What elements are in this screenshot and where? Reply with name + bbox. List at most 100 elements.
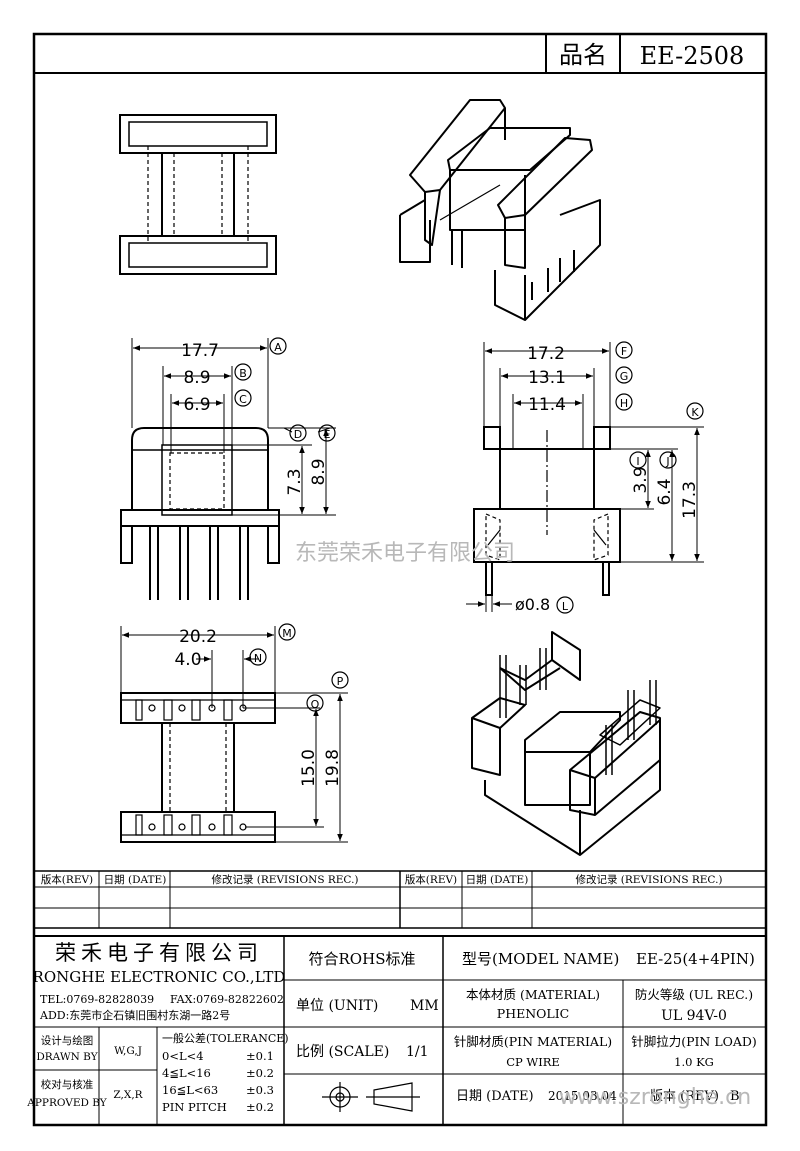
designed-cn: 设计与绘图 [41, 1034, 94, 1047]
tolerance-value-3: ±0.3 [246, 1083, 274, 1097]
signoff-block: 设计与绘图 DRAWN BY W,G,J 校对与核准 APPROVED BY Z… [26, 1034, 143, 1109]
tolerance-block: 一般公差(TOLERANCE) 0<L<4 ±0.1 4≦L<16 ±0.2 1… [162, 1031, 289, 1114]
rev-header-5: 日期 (DATE) [466, 874, 529, 886]
dim-g: 13.1 [528, 368, 566, 388]
title-block [34, 935, 766, 1125]
dim-c: 6.9 [183, 395, 210, 415]
watermark-center: 东莞荣禾电子有限公司 [295, 541, 515, 566]
dim-j: 6.4 [655, 478, 675, 505]
label-g: G [620, 370, 629, 383]
label-e: E [324, 428, 331, 441]
bottom-view-labels: 20.2 4.0 15.0 19.8 M N O P [174, 623, 349, 787]
dim-b: 8.9 [183, 368, 210, 388]
pin-load-value: 1.0 KG [674, 1055, 714, 1069]
pin-material-value: CP WIRE [506, 1055, 560, 1069]
info-block: 符合ROHS标准 单位 (UNIT) MM 比例 (SCALE) 1/1 型号(… [296, 950, 757, 1104]
front-view-labels: 17.7 8.9 6.9 7.3 8.9 A B C D E [181, 337, 336, 496]
model-label: 型号(MODEL NAME) [462, 950, 619, 968]
designed-by: W,G,J [114, 1045, 142, 1057]
date-label: 日期 (DATE) [456, 1089, 534, 1104]
company-fax: FAX:0769-82822602 [170, 993, 284, 1006]
header-block: 品名 EE-2508 [34, 34, 766, 74]
company-name-cn: 荣禾电子有限公司 [55, 941, 263, 965]
rev-header-6: 修改记录 (REVISIONS REC.) [575, 873, 722, 886]
tolerance-value-1: ±0.1 [246, 1049, 274, 1063]
dim-e: 8.9 [309, 458, 329, 485]
model-value: EE-25(4+4PIN) [636, 950, 755, 968]
unit-value: MM [410, 998, 439, 1014]
approved-en: APPROVED BY [26, 1097, 108, 1109]
label-l: L [562, 600, 569, 613]
sheet-border [32, 32, 768, 1127]
material-value: PHENOLIC [497, 1006, 569, 1021]
tolerance-range-4: PIN PITCH [162, 1100, 227, 1114]
company-address: ADD:东莞市企石镇旧围村东湖一路2号 [39, 1008, 230, 1022]
flame-label: 防火等级 (UL REC.) [635, 987, 753, 1002]
bottom-view [120, 692, 320, 843]
approved-by: Z,X,R [113, 1089, 143, 1101]
isometric-view-bottom [471, 631, 661, 856]
front-view [120, 427, 280, 600]
pin-material-label: 针脚材质(PIN MATERIAL) [454, 1034, 612, 1049]
dim-m: 20.2 [179, 627, 217, 647]
scale-value: 1/1 [406, 1044, 429, 1060]
approved-cn: 校对与核准 [41, 1078, 94, 1091]
dim-d: 7.3 [285, 468, 305, 495]
tolerance-range-2: 4≦L<16 [162, 1066, 211, 1080]
scale-label: 比例 (SCALE) [296, 1044, 389, 1060]
top-view [119, 114, 277, 275]
rev-header-3: 修改记录 (REVISIONS REC.) [211, 873, 358, 886]
name-label: 品名 [559, 41, 607, 69]
dim-k: 17.3 [680, 481, 700, 519]
flame-value: UL 94V-0 [661, 1008, 727, 1024]
rev-label: 版本 (REV) [650, 1089, 719, 1104]
front-view-dimensions [131, 338, 336, 516]
dim-i: 3.9 [631, 466, 651, 493]
material-label: 本体材质 (MATERIAL) [466, 987, 600, 1002]
label-b: B [239, 367, 247, 380]
company-tel: TEL:0769-82828039 [40, 993, 154, 1006]
dim-o: 15.0 [299, 749, 319, 787]
label-a: A [274, 341, 282, 354]
side-view-labels: 17.2 13.1 11.4 3.9 6.4 17.3 ø0.8 F G H I… [515, 341, 704, 614]
label-k: K [691, 406, 699, 419]
revision-table: 版本(REV) 日期 (DATE) 修改记录 (REVISIONS REC.) … [33, 870, 767, 929]
label-i: I [636, 455, 639, 468]
dim-p: 19.8 [323, 749, 343, 787]
side-view [473, 426, 621, 596]
tolerance-value-4: ±0.2 [246, 1100, 274, 1114]
tolerance-title: 一般公差(TOLERANCE) [162, 1031, 289, 1045]
date-value: 2015.03.04 [548, 1089, 617, 1103]
label-j: J [665, 455, 669, 468]
tolerance-range-1: 0<L<4 [162, 1049, 204, 1063]
tolerance-range-3: 16≦L<63 [162, 1083, 218, 1097]
pin-load-label: 针脚拉力(PIN LOAD) [631, 1034, 757, 1049]
part-number: EE-2508 [640, 42, 745, 70]
dim-a: 17.7 [181, 341, 219, 361]
company-block: 荣禾电子有限公司 RONGHE ELECTRONIC CO.,LTD TEL:0… [33, 941, 286, 1022]
dim-f: 17.2 [527, 344, 565, 364]
label-n: N [254, 652, 262, 665]
label-d: D [294, 428, 302, 441]
dim-l: ø0.8 [515, 595, 550, 614]
dim-h: 11.4 [528, 395, 566, 415]
label-h: H [620, 397, 628, 410]
label-f: F [621, 345, 627, 358]
unit-label: 单位 (UNIT) [296, 998, 378, 1014]
rev-header-2: 日期 (DATE) [104, 874, 167, 886]
side-view-dimensions [466, 342, 704, 612]
rev-header-4: 版本(REV) [405, 873, 457, 886]
label-p: P [337, 675, 344, 688]
projection-symbol-icon [322, 1082, 420, 1112]
isometric-view-top [399, 99, 601, 321]
rev-value: B [730, 1089, 740, 1104]
company-name-en: RONGHE ELECTRONIC CO.,LTD [33, 968, 286, 986]
rev-header-1: 版本(REV) [41, 873, 93, 886]
label-m: M [282, 627, 292, 640]
rohs-label: 符合ROHS标准 [309, 950, 416, 968]
designed-en: DRAWN BY [36, 1051, 98, 1063]
dim-n: 4.0 [174, 650, 201, 670]
label-o: O [311, 698, 320, 711]
bottom-view-dimensions [120, 626, 348, 843]
